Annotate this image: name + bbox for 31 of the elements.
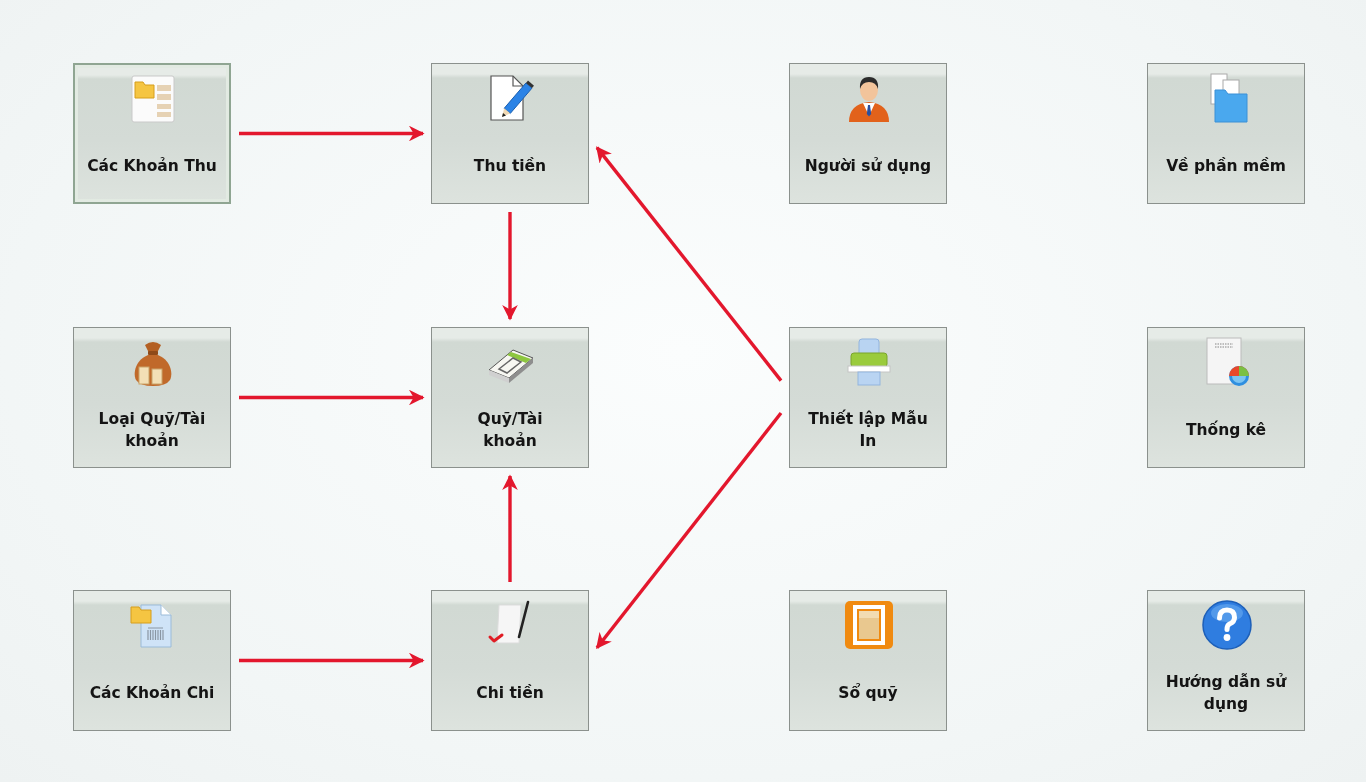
- menu-tile: [789, 327, 947, 468]
- arrow: [239, 125, 425, 142]
- menu-tile: [73, 590, 231, 731]
- tile-label: Thống kê: [1184, 419, 1268, 441]
- menu-tile: [73, 327, 231, 468]
- menu-tile: [789, 590, 947, 731]
- tile-label: Về phần mềm: [1165, 156, 1287, 177]
- tile-label: Các Khoản Thu: [86, 156, 218, 177]
- tile-label: Thu tiền: [472, 156, 548, 177]
- tile-label: Sổ quỹ: [837, 682, 899, 704]
- tile-label: Chi tiền: [475, 683, 545, 704]
- menu-tile: [431, 327, 589, 468]
- tile-label: Quỹ/Tài khoản: [476, 409, 544, 452]
- arrow: [239, 652, 425, 669]
- menu-tile: [789, 63, 947, 204]
- arrow: [502, 474, 518, 582]
- tile-label: Loại Quỹ/Tài khoản: [97, 409, 207, 452]
- menu-tile: [1147, 590, 1305, 731]
- menu-tile: [1147, 63, 1305, 204]
- menu-tile: [73, 63, 231, 204]
- tile-label: Các Khoản Chi: [88, 683, 216, 704]
- arrow: [595, 411, 783, 650]
- menu-tile: [1147, 327, 1305, 468]
- tile-label: Hướng dẫn sử dụng: [1164, 672, 1288, 715]
- tile-label: Người sử dụng: [803, 156, 933, 177]
- menu-tile: [431, 590, 589, 731]
- tile-label: Thiết lập Mẫu In: [807, 408, 929, 452]
- arrow: [595, 146, 783, 382]
- arrow: [239, 389, 425, 406]
- arrow: [502, 212, 518, 321]
- menu-tile: [431, 63, 589, 204]
